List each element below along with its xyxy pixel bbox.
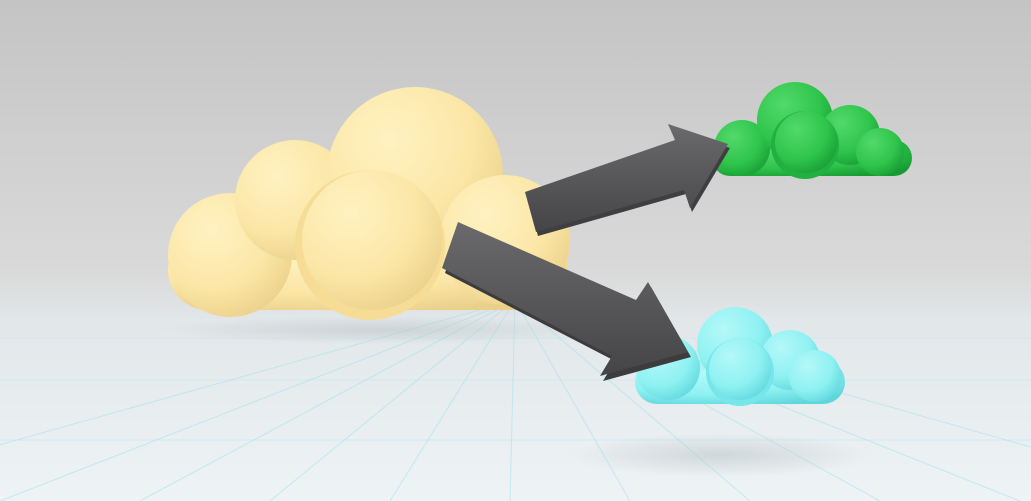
arrow-to-green-cloud [525, 124, 730, 236]
yellow-cloud-shadow [160, 316, 600, 344]
arrow-to-cyan-cloud [442, 222, 691, 381]
green-cloud [712, 82, 912, 179]
cyan-cloud [635, 307, 845, 406]
cyan-cloud-shadow [570, 433, 870, 477]
